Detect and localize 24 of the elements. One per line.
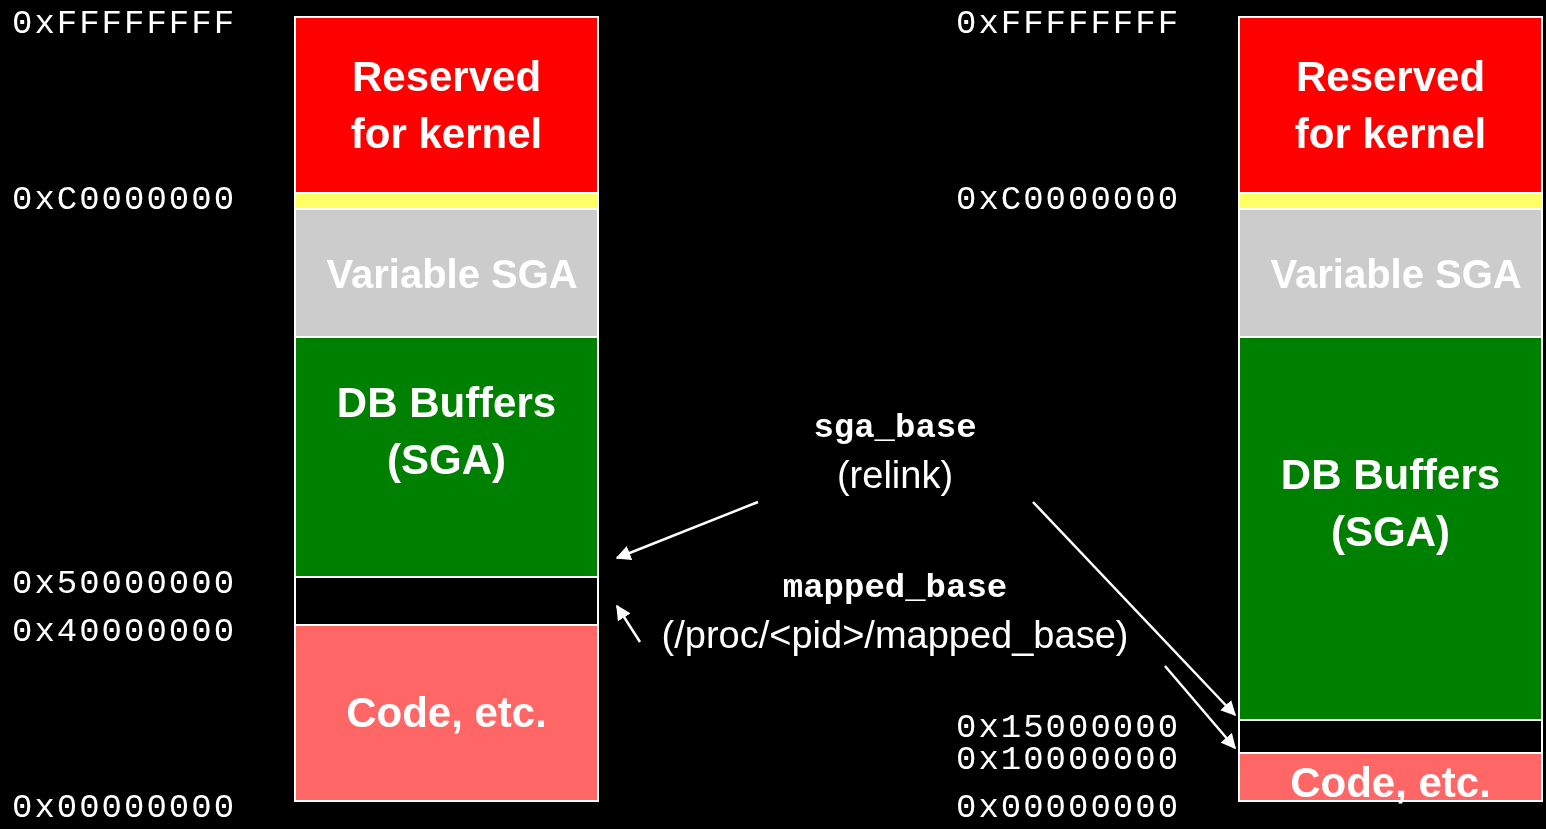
address-label: 0x40000000 [12, 614, 237, 650]
arrow [615, 500, 759, 560]
parameter-note: (relink) [835, 453, 955, 498]
address-label: 0xC0000000 [956, 182, 1181, 218]
address-label: 0x00000000 [12, 790, 237, 826]
address-label: 0xFFFFFFFF [956, 6, 1181, 42]
arrow [1164, 665, 1236, 750]
address-label: 0x50000000 [12, 566, 237, 602]
memory-segment: Reserved for kernel [1238, 16, 1543, 194]
memory-segment: Code, etc. [294, 624, 599, 802]
memory-segment: DB Buffers (SGA) [294, 336, 599, 578]
parameter-note: (/proc/<pid>/mapped_base) [660, 613, 1130, 658]
address-label: 0xFFFFFFFF [12, 6, 237, 42]
parameter-name: mapped_base [781, 568, 1009, 609]
unmapped-gap [294, 576, 599, 626]
memory-segment: DB Buffers (SGA) [1238, 336, 1543, 721]
unmapped-gap [1238, 719, 1543, 754]
parameter-name: sga_base [812, 408, 978, 449]
arrow [615, 604, 642, 643]
arrow [1032, 501, 1237, 717]
memory-segment: Reserved for kernel [294, 16, 599, 194]
address-label: 0xC0000000 [12, 182, 237, 218]
address-label: 0x00000000 [956, 790, 1181, 826]
memory-segment: Code, etc. [1238, 752, 1543, 802]
